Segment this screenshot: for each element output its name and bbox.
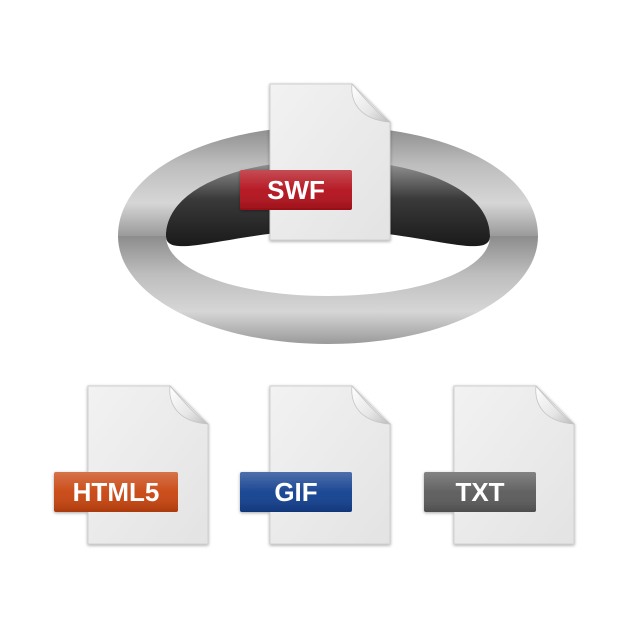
swf-file-icon[interactable]: SWF bbox=[240, 83, 392, 241]
swf-file-page-curl bbox=[351, 83, 392, 123]
output-files-row: HTML5 GIF TXT bbox=[54, 385, 576, 545]
txt-badge: TXT bbox=[424, 472, 536, 512]
txt-file-icon[interactable]: TXT bbox=[424, 385, 576, 545]
txt-file-page-curl bbox=[535, 385, 576, 425]
ring-front bbox=[118, 236, 538, 344]
gif-badge-label: GIF bbox=[274, 477, 317, 507]
gif-file-icon[interactable]: GIF bbox=[240, 385, 392, 545]
gif-badge: GIF bbox=[240, 472, 352, 512]
html5-file-page-curl bbox=[169, 385, 210, 425]
swf-badge: SWF bbox=[240, 170, 352, 210]
txt-badge-label: TXT bbox=[455, 477, 504, 507]
gif-file-page-curl bbox=[351, 385, 392, 425]
swf-badge-label: SWF bbox=[267, 175, 325, 205]
html5-file-icon[interactable]: HTML5 bbox=[54, 385, 210, 545]
html5-badge-label: HTML5 bbox=[73, 477, 160, 507]
html5-badge: HTML5 bbox=[54, 472, 178, 512]
